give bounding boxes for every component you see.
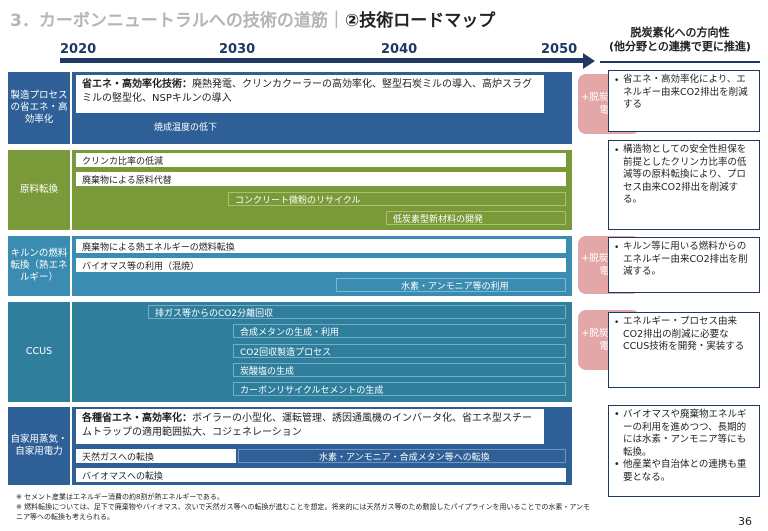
title-prefix: 3．カーボンニュートラルへの技術の道筋｜ xyxy=(10,11,345,31)
direction-note-2-text: 構造物としての安全性担保を前提としたクリンカ比率の低減等の原料転換により、プロセ… xyxy=(623,144,747,205)
direction-note-4: •エネルギー・プロセス由来CO2排出の削減に必要なCCUS技術を開発・実装する xyxy=(608,312,760,388)
bullet-icon: • xyxy=(614,243,620,253)
direction-note-5-text-1: バイオマスや廃棄物エネルギーの利用を進めつつ、長期的には水素・アンモニア等にも転… xyxy=(623,409,747,458)
bar-hydrogen-ammonia: 水素・アンモニア等の利用 xyxy=(336,278,566,292)
direction-note-5-item: •他産業や自治体との連携も重要となる。 xyxy=(614,459,754,484)
direction-header-line2: (他分野との連携で更に推進) xyxy=(609,40,751,53)
category-process-efficiency: 製造プロセスの省エネ・高効率化 xyxy=(8,72,70,144)
direction-note-1: •省エネ・高効率化により、エネルギー由来CO2排出を削減する xyxy=(608,70,760,132)
section1-textbox: 省エネ・高効率化技術：廃熱発電、クリンカクーラーの高効率化、竪型石炭ミルの導入、… xyxy=(76,75,544,113)
bar-natural-gas: 天然ガスへの転換 xyxy=(76,449,236,463)
direction-note-2: •構造物としての安全性担保を前提としたクリンカ比率の低減等の原料転換により、プロ… xyxy=(608,140,760,230)
direction-header-rule xyxy=(600,61,760,63)
bar-biomass-cofiring: バイオマス等の利用（混焼） xyxy=(76,258,566,272)
bar-concrete-powder-recycle: コンクリート微粉のリサイクル xyxy=(228,192,566,206)
bar-carbonate: 炭酸塩の生成 xyxy=(233,363,566,377)
category-private-power: 自家用蒸気・自家用電力 xyxy=(8,407,70,485)
section5-textbox-heading: 各種省エネ・高効率化： xyxy=(82,413,192,424)
timeline-bar xyxy=(60,58,585,63)
bar-firing-temperature: 焼成温度の低下 xyxy=(148,119,566,133)
direction-note-3: •キルン等に用いる燃料からのエネルギー由来CO2排出を削減する。 xyxy=(608,237,760,293)
direction-header: 脱炭素化への方向性 (他分野との連携で更に推進) xyxy=(600,26,760,54)
bar-hydrogen-methane: 水素・アンモニア・合成メタン等への転換 xyxy=(238,449,566,463)
timeline-arrowhead xyxy=(583,53,595,69)
direction-note-5-item: •バイオマスや廃棄物エネルギーの利用を進めつつ、長期的には水素・アンモニア等にも… xyxy=(614,409,754,459)
bar-clinker-ratio: クリンカ比率の低減 xyxy=(76,153,566,167)
direction-note-5-text-2: 他産業や自治体との連携も重要となる。 xyxy=(623,459,747,483)
direction-note-3-text: キルン等に用いる燃料からのエネルギー由来CO2排出を削減する。 xyxy=(623,241,748,277)
bar-low-carbon-material: 低炭素型新材料の開発 xyxy=(386,211,566,225)
section5-textbox-body: ボイラーの小型化、運転管理、誘因通風機のインバータ化、省エネ型スチームトラップの… xyxy=(82,413,532,438)
bar-waste-fuel: 廃棄物による熱エネルギーの燃料転換 xyxy=(76,239,566,253)
bar-co2-capture-process: CO2回収製造プロセス xyxy=(233,344,566,358)
direction-header-line1: 脱炭素化への方向性 xyxy=(630,26,730,39)
bar-co2-capture: 排ガス等からのCO2分離回収 xyxy=(148,305,566,319)
bullet-icon: • xyxy=(614,318,620,328)
direction-note-1-text: 省エネ・高効率化により、エネルギー由来CO2排出を削減する xyxy=(623,74,748,110)
category-raw-material: 原料転換 xyxy=(8,150,70,230)
year-label: 2050 xyxy=(541,42,578,57)
section5-textbox: 各種省エネ・高効率化：ボイラーの小型化、運転管理、誘因通風機のインバータ化、省エ… xyxy=(76,409,544,444)
year-label: 2020 xyxy=(60,42,97,57)
direction-note-5: •バイオマスや廃棄物エネルギーの利用を進めつつ、長期的には水素・アンモニア等にも… xyxy=(608,405,760,497)
category-ccus: CCUS xyxy=(8,302,70,402)
bullet-icon: • xyxy=(614,459,620,470)
page-number: 36 xyxy=(738,515,752,528)
bullet-icon: • xyxy=(614,76,620,86)
bar-synthetic-methane: 合成メタンの生成・利用 xyxy=(233,324,566,338)
year-label: 2030 xyxy=(219,42,256,57)
year-label: 2040 xyxy=(381,42,418,57)
footnote-2: ※ 燃料転換については、足下で廃棄物やバイオマス、次いで天然ガス等への転換が進む… xyxy=(16,503,591,521)
bar-biomass: バイオマスへの転換 xyxy=(76,468,566,482)
section1-textbox-heading: 省エネ・高効率化技術： xyxy=(82,79,192,90)
direction-note-4-text: エネルギー・プロセス由来CO2排出の削減に必要なCCUS技術を開発・実装する xyxy=(623,316,745,352)
bar-waste-raw-material: 廃棄物による原料代替 xyxy=(76,172,566,186)
bar-carbon-recycle-cement: カーボンリサイクルセメントの生成 xyxy=(233,382,566,396)
bullet-icon: • xyxy=(614,409,620,420)
section1-textbox-body: 廃熱発電、クリンカクーラーの高効率化、竪型石炭ミルの導入、高炉スラグミルの竪型化… xyxy=(82,79,532,104)
footnote-1: ※ セメント産業はエネルギー消費の約8割が熱エネルギーである。 xyxy=(16,493,224,501)
page-title: 3．カーボンニュートラルへの技術の道筋｜②技術ロードマップ xyxy=(10,6,495,31)
category-kiln-fuel: キルンの燃料転換（熱エネルギー） xyxy=(8,236,70,296)
title-main: ②技術ロードマップ xyxy=(344,11,496,31)
bullet-icon: • xyxy=(614,146,620,156)
